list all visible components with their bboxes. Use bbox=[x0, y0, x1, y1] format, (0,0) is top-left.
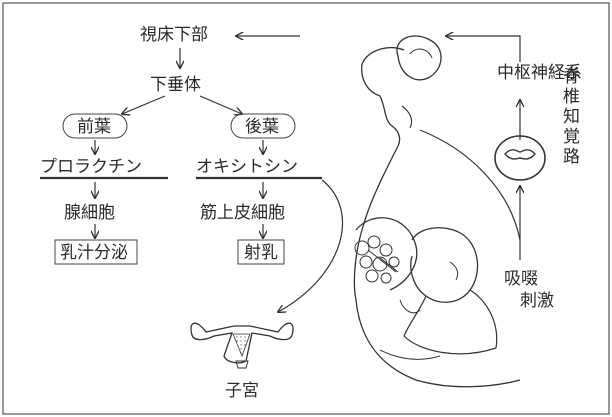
gland-cells-label: 腺細胞 bbox=[64, 203, 115, 223]
uterus-illustration bbox=[191, 323, 293, 368]
spinal-char-2: 椎 bbox=[563, 87, 580, 107]
arrow-to-posterior-lobe bbox=[200, 96, 242, 114]
spinal-char-5: 路 bbox=[563, 147, 580, 167]
spinal-char-3: 知 bbox=[563, 107, 580, 127]
mother-breastfeeding-illustration bbox=[354, 36, 520, 387]
hypothalamus-label: 視床下部 bbox=[140, 25, 208, 45]
arrow-oxytocin-to-uterus bbox=[278, 180, 342, 312]
posterior-lobe-label: 後葉 bbox=[245, 117, 279, 137]
spinal-char-4: 覚 bbox=[563, 127, 580, 147]
prolactin-label: プロラクチン bbox=[40, 157, 142, 177]
milk-ejection-label: 射乳 bbox=[244, 243, 278, 263]
pituitary-label: 下垂体 bbox=[150, 75, 201, 95]
oxytocin-label: オキシトシン bbox=[196, 157, 298, 177]
arrow-cns-to-pituitary-gland bbox=[446, 36, 520, 62]
stimulus-label: 刺激 bbox=[520, 291, 554, 311]
milk-secretion-label: 乳汁分泌 bbox=[60, 243, 128, 263]
anterior-lobe-label: 前葉 bbox=[77, 117, 111, 137]
myoepithelial-cells-label: 筋上皮細胞 bbox=[200, 203, 285, 223]
spinal-char-1: 脊 bbox=[563, 67, 580, 87]
spinal-sensory-path-label: 脊 椎 知 覚 路 bbox=[563, 67, 580, 167]
mammary-gland-cluster bbox=[355, 236, 399, 283]
arrow-to-anterior-lobe bbox=[122, 96, 165, 114]
sucking-label: 吸啜 bbox=[504, 269, 538, 289]
uterus-label: 子宮 bbox=[225, 381, 259, 401]
spinal-cord-section-icon bbox=[495, 136, 545, 180]
